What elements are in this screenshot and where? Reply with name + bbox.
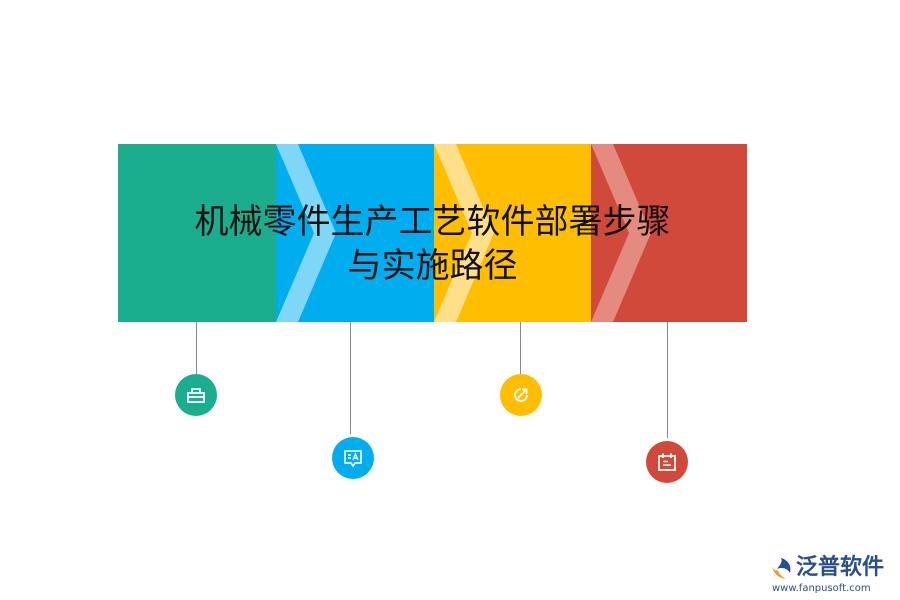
brand-logo: 泛普软件 www.fanpusoft.com: [768, 552, 892, 596]
connector-line-1: [196, 322, 197, 374]
step-3-segment: [434, 144, 591, 322]
step-1-node: [175, 374, 217, 416]
chevron-arrow-icon: [276, 144, 336, 322]
translate-chat-icon: [344, 450, 362, 468]
step-3-node: [500, 374, 542, 416]
step-2-node: [332, 437, 374, 479]
target-arrow-icon: [514, 388, 528, 402]
title-line-2: 与实施路径: [347, 246, 518, 286]
logo-url: www.fanpusoft.com: [772, 583, 871, 594]
logo-mark-icon: [772, 558, 791, 579]
step-2-segment: [276, 144, 434, 322]
title-line-1: 机械零件生产工艺软件部署步骤: [194, 202, 671, 242]
connector-line-3: [520, 322, 521, 374]
connector-line-2: [350, 322, 351, 434]
page-title: 机械零件生产工艺软件部署步骤 与实施路径: [118, 200, 747, 288]
process-banner: 机械零件生产工艺软件部署步骤 与实施路径: [118, 144, 747, 322]
chevron-arrow-icon: [434, 144, 494, 322]
calendar-icon: [658, 453, 676, 471]
logo-name: 泛普软件: [796, 555, 885, 580]
basket-icon: [187, 388, 205, 403]
chevron-arrow-icon: [591, 144, 651, 322]
connector-line-4: [667, 322, 668, 438]
step-4-segment: [591, 144, 747, 322]
step-4-node: [646, 441, 688, 483]
step-1-segment: [118, 144, 276, 322]
